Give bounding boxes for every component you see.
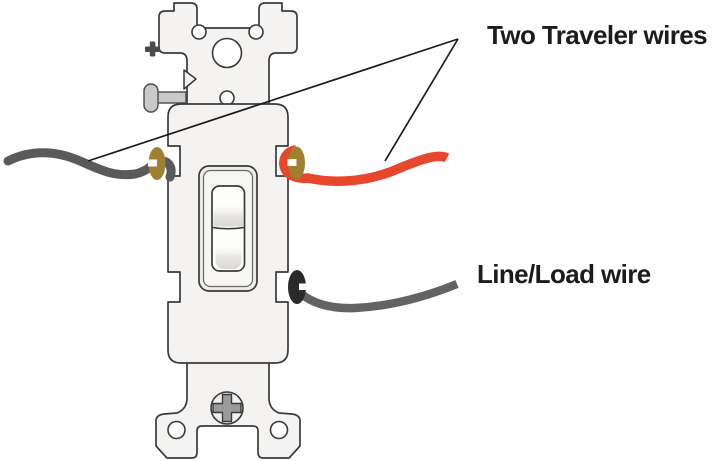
leader-lines	[87, 38, 459, 162]
strap-hole-foot-left	[167, 420, 186, 440]
toggle-switch	[198, 165, 258, 292]
line-load-wire-group	[288, 270, 459, 313]
leader-line-traveler-right	[384, 38, 459, 162]
switch-body	[167, 103, 289, 425]
brass-screw-left-slot	[148, 159, 157, 167]
plus-marker-icon	[145, 41, 160, 57]
traveler-wire-right	[279, 145, 450, 186]
mounting-screw-head	[143, 83, 159, 113]
traveler-wire-left	[3, 148, 176, 182]
label-two-traveler-wires: Two Traveler wires	[487, 20, 708, 50]
toggle-lever-divider	[212, 226, 245, 230]
strap-clamp-tab-upper	[183, 69, 197, 90]
mounting-screw-shaft	[156, 91, 187, 104]
toggle-lever-tip-shade	[215, 245, 242, 269]
phillips-screw	[210, 391, 244, 425]
traveler-wire-right-group	[279, 145, 450, 186]
strap-hole-top-right	[248, 24, 264, 40]
strap-hole-upper	[219, 90, 235, 106]
brass-screw-right-slot	[287, 159, 297, 166]
toggle-lever-top-shade	[213, 203, 243, 227]
strap-hole-foot-right	[269, 420, 289, 440]
label-line-load-wire: Line/Load wire	[477, 259, 651, 289]
strap-hole-top-center	[211, 37, 243, 69]
common-screw-slot	[299, 283, 309, 290]
leader-line-traveler-left	[87, 38, 459, 162]
line-load-wire	[297, 280, 459, 313]
traveler-wire-left-group	[3, 147, 176, 182]
strap-hole-top-left	[191, 24, 207, 40]
phillips-cross-icon	[212, 393, 242, 423]
common-terminal-screw	[288, 270, 306, 304]
